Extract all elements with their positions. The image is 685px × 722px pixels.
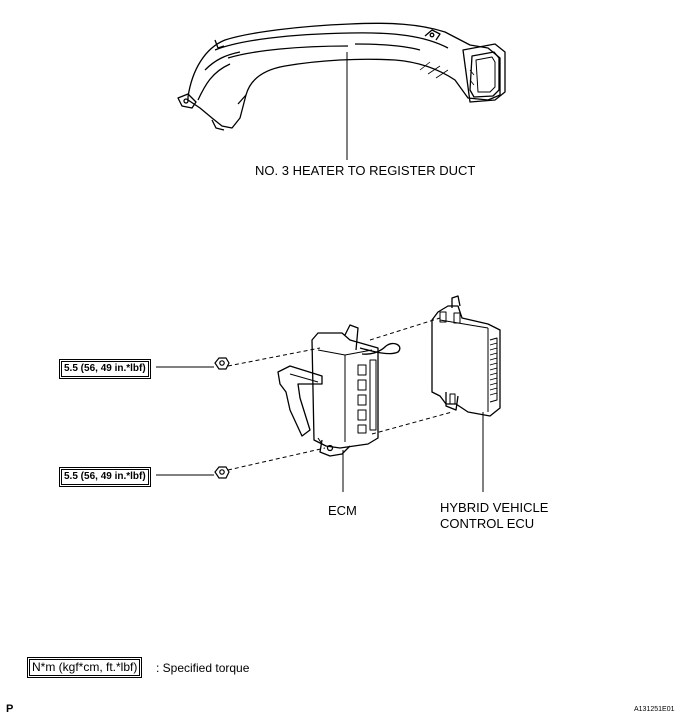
heater-duct	[177, 22, 506, 131]
torque-unit-legend: N*m (kgf*cm, ft.*lbf)	[27, 657, 143, 678]
page-marker-letter: P	[6, 703, 14, 715]
ecm-label: ECM	[328, 503, 357, 518]
torque-spec-upper: 5.5 (56, 49 in.*lbf)	[59, 359, 151, 379]
hv-ecu-label-line2: CONTROL ECU	[440, 516, 535, 531]
duct-label: NO. 3 HEATER TO REGISTER DUCT	[255, 163, 476, 178]
figure-code: A131251E01	[634, 706, 675, 713]
legend-description: : Specified torque	[156, 661, 250, 675]
nut-upper	[214, 357, 230, 370]
ecm-unit	[277, 324, 401, 457]
torque-spec-lower: 5.5 (56, 49 in.*lbf)	[59, 467, 151, 487]
nut-lower	[214, 466, 230, 479]
hv-ecu-label-line1: HYBRID VEHICLE	[440, 500, 549, 515]
alignment-lines	[227, 317, 453, 471]
hv-control-ecu-unit	[431, 295, 501, 417]
